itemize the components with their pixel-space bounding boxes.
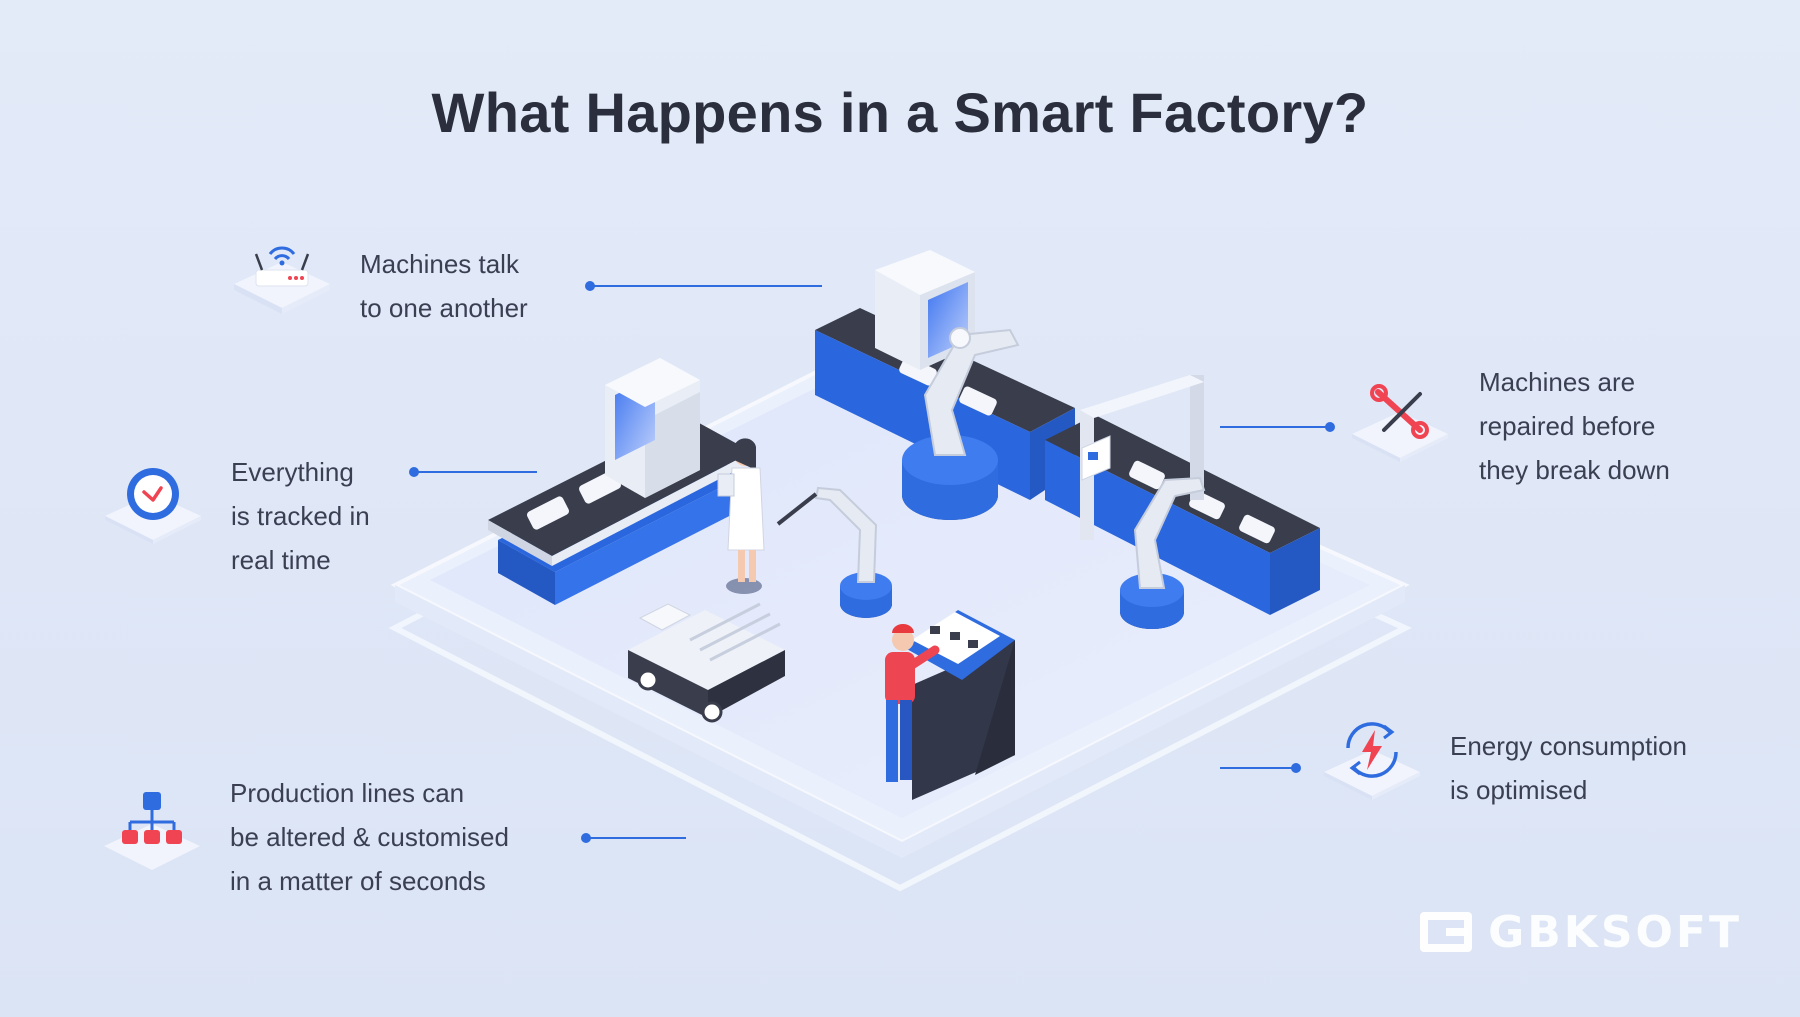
feature-line: in a matter of seconds	[230, 866, 486, 896]
wifi-router-icon	[234, 246, 330, 314]
feature-line: Energy consumption	[1450, 731, 1688, 761]
hierarchy-icon	[104, 792, 200, 870]
gbksoft-logo-icon	[1420, 912, 1473, 952]
gbksoft-logo: GBKSOFT	[1416, 906, 1742, 958]
agv-cart	[628, 602, 785, 723]
feature-line: is tracked in	[231, 501, 370, 531]
feature-line: Everything	[231, 457, 354, 487]
feature-line: repaired before	[1479, 411, 1656, 441]
clock-icon	[105, 468, 201, 544]
page-title: What Happens in a Smart Factory?	[431, 81, 1369, 144]
feature-line: real time	[231, 545, 331, 575]
feature-line: Machines are	[1479, 367, 1636, 397]
worker-figure	[885, 624, 940, 782]
watermark-text: GBKSOFT	[1488, 906, 1742, 958]
feature-line: they break down	[1479, 455, 1670, 485]
control-panel	[905, 610, 1015, 800]
scientist-figure	[717, 438, 765, 594]
feature-line: Production lines can	[230, 778, 465, 808]
left-conveyor	[488, 358, 752, 605]
robot-arm-small	[776, 486, 892, 618]
energy-refresh-icon	[1324, 722, 1420, 800]
feature-line: to one another	[360, 293, 528, 323]
robot-arm-top	[902, 327, 1020, 520]
feature-line: be altered & customised	[230, 822, 509, 852]
feature-line: Machines talk	[360, 249, 519, 279]
feature-line: is optimised	[1450, 775, 1588, 805]
robot-arm-right	[1120, 476, 1206, 629]
wrench-icon	[1352, 384, 1448, 462]
